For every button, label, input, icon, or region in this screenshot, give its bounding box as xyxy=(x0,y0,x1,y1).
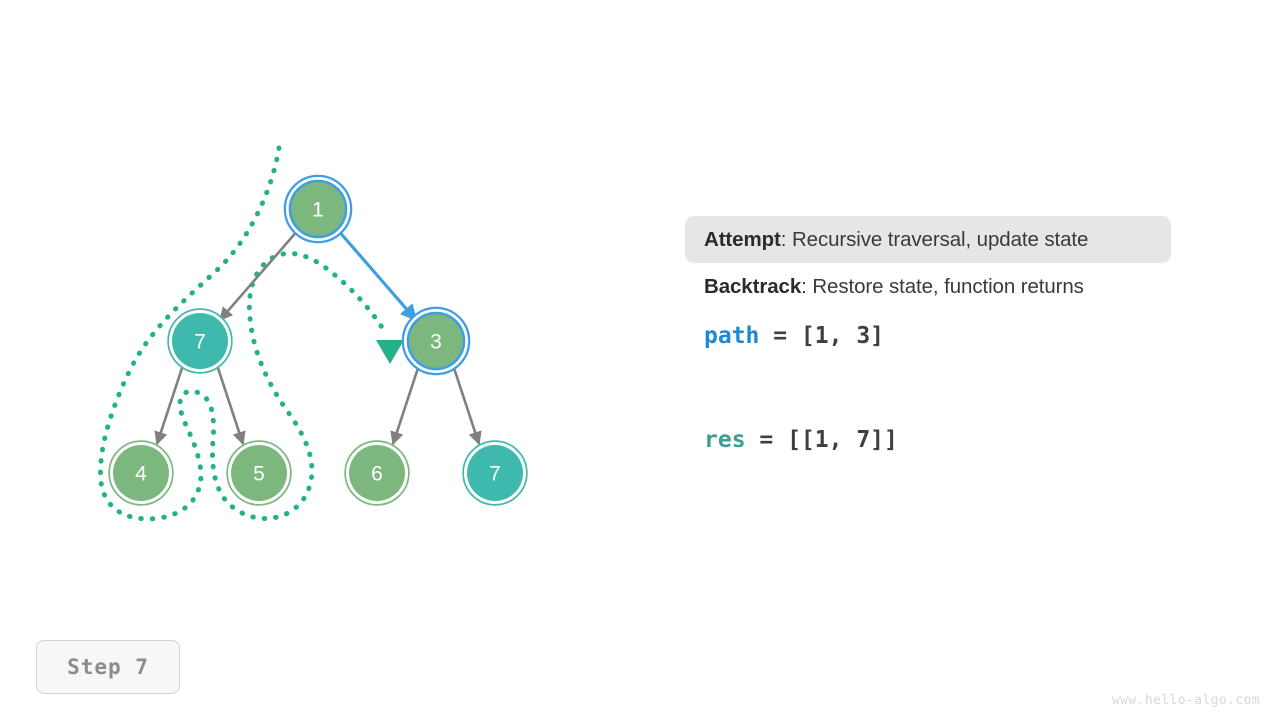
tree-node-3[interactable]: 3 xyxy=(401,306,471,376)
tree-diagram: 1 7 3 4 5 xyxy=(98,145,528,522)
edge-3-7r xyxy=(451,364,482,446)
node-3-circle xyxy=(406,311,466,371)
traversal-trail xyxy=(98,145,404,522)
backtrack-value: : Restore state, function returns xyxy=(801,274,1084,298)
path-variable-value: = [1, 3] xyxy=(759,323,885,349)
node-4-circle xyxy=(113,445,169,501)
backtrack-row: Backtrack: Restore state, function retur… xyxy=(685,263,1205,310)
node-6-white-gap xyxy=(346,442,408,504)
node-7r-white-gap xyxy=(464,442,526,504)
path-variable-row: path = [1, 3] xyxy=(685,310,1205,362)
node-3-label: 3 xyxy=(430,331,442,354)
tree-node-7-right[interactable]: 7 xyxy=(462,440,528,506)
node-6-circle xyxy=(349,445,405,501)
node-3-white-gap xyxy=(404,309,468,373)
node-5-outer-ring xyxy=(226,440,292,506)
edge-7l-4 xyxy=(154,364,185,446)
node-1-outer-ring xyxy=(283,174,353,244)
node-4-outer-ring xyxy=(108,440,174,506)
attempt-row: Attempt: Recursive traversal, update sta… xyxy=(685,216,1171,263)
node-7l-label: 7 xyxy=(194,331,206,354)
tree-node-4[interactable]: 4 xyxy=(108,440,174,506)
tree-node-7-left[interactable]: 7 xyxy=(167,308,233,374)
trail-arrowhead-icon xyxy=(376,340,404,364)
node-1-label: 1 xyxy=(312,199,324,222)
node-7l-outer-ring xyxy=(167,308,233,374)
node-7l-white-gap xyxy=(169,310,231,372)
node-5-label: 5 xyxy=(253,463,265,486)
node-1-circle xyxy=(288,179,348,239)
edge-7l-5 xyxy=(215,364,246,446)
edge-3-6 xyxy=(390,364,421,446)
step-badge: Step 7 xyxy=(36,640,180,694)
variable-spacer-row xyxy=(685,362,1205,414)
edge-1-7l xyxy=(219,228,300,322)
node-5-circle xyxy=(231,445,287,501)
tree-edges xyxy=(154,227,482,446)
node-6-label: 6 xyxy=(371,463,383,486)
backtrack-label: Backtrack xyxy=(704,274,802,298)
node-5-white-gap xyxy=(228,442,290,504)
tree-node-1[interactable]: 1 xyxy=(283,174,353,244)
path-variable-name: path xyxy=(704,323,760,349)
node-4-white-gap xyxy=(110,442,172,504)
node-3-outer-ring xyxy=(401,306,471,376)
attempt-label: Attempt xyxy=(704,227,781,251)
info-panel: Attempt: Recursive traversal, update sta… xyxy=(685,216,1205,466)
res-variable-value: = [[1, 7]] xyxy=(745,427,898,453)
tree-node-6[interactable]: 6 xyxy=(344,440,410,506)
node-7r-circle xyxy=(467,445,523,501)
node-4-label: 4 xyxy=(135,463,147,486)
node-6-outer-ring xyxy=(344,440,410,506)
trail-path-left xyxy=(98,145,389,522)
attempt-value: : Recursive traversal, update state xyxy=(780,227,1089,251)
tree-node-5[interactable]: 5 xyxy=(226,440,292,506)
edge-1-3 xyxy=(335,227,418,322)
node-1-white-gap xyxy=(286,177,350,241)
node-7l-circle xyxy=(172,313,228,369)
tree-svg: 1 7 3 4 5 xyxy=(98,145,528,522)
node-7r-label: 7 xyxy=(489,463,501,486)
res-variable-name: res xyxy=(704,427,746,453)
watermark: www.hello-algo.com xyxy=(1111,693,1260,708)
res-variable-row: res = [[1, 7]] xyxy=(685,414,1205,466)
node-7r-outer-ring xyxy=(462,440,528,506)
